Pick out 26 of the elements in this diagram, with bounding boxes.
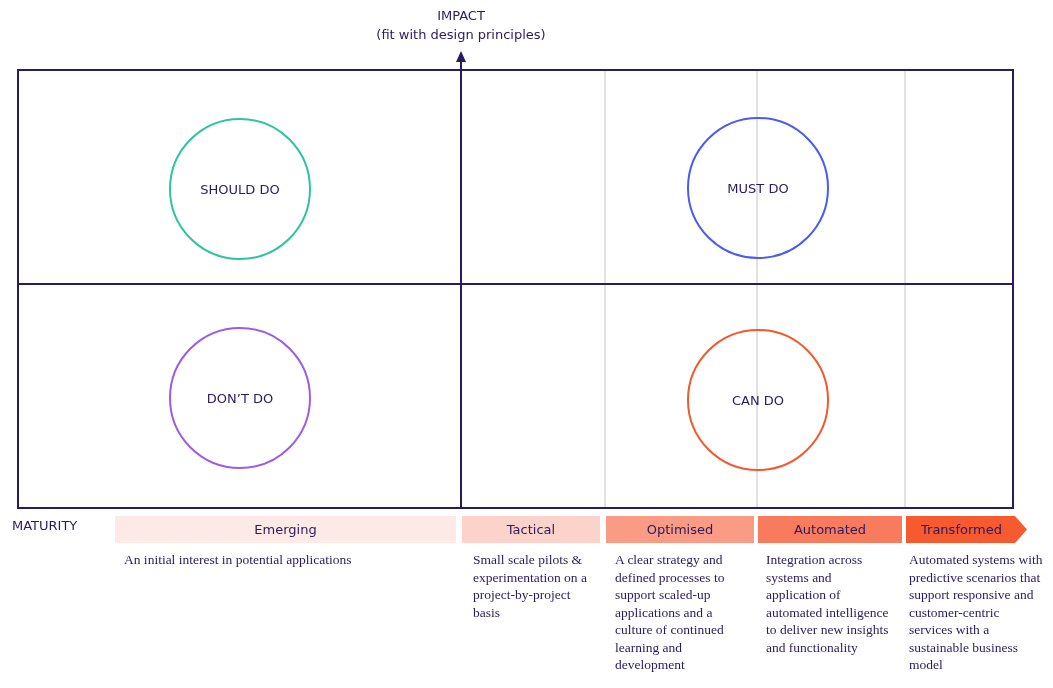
- quadrant-label: CAN DO: [731, 392, 785, 408]
- stage-label: Transformed: [921, 522, 1002, 537]
- stage-description: An initial interest in potential applications: [124, 551, 353, 569]
- stage-label: Optimised: [646, 522, 714, 537]
- axis-subtitle: (fit with design principles): [376, 27, 546, 42]
- stage-arrow: [906, 516, 1027, 543]
- stage-bar: [462, 516, 600, 543]
- stage-label: Emerging: [254, 522, 317, 537]
- stage-bar: [115, 516, 456, 543]
- stage-label: Tactical: [506, 522, 556, 537]
- stage-bar: [758, 516, 902, 543]
- quadrant-label: SHOULD DO: [200, 181, 280, 197]
- quadrant-label: DON’T DO: [206, 390, 274, 406]
- quadrant-label: MUST DO: [727, 180, 789, 196]
- stage-description: Integration across systems and application of automated intelligence to deliver new insights and functionality: [766, 551, 890, 656]
- quadrant-circle: [687, 329, 829, 471]
- axis-title: IMPACT: [437, 8, 485, 23]
- stage-description: Automated systems with predictive scenarios that support responsive and customer-centric services with a sustainable business model: [909, 551, 1044, 674]
- quadrant-circle: [169, 327, 311, 469]
- stage-description: A clear strategy and defined processes to support scaled-up applications and a culture of continued learning and development: [615, 551, 726, 674]
- axis-title: MATURITY: [12, 518, 78, 533]
- quadrant-circle: [687, 117, 829, 259]
- quadrant-circle: [169, 118, 311, 260]
- stage-description: Small scale pilots & experimentation on a project-by-project basis: [473, 551, 588, 621]
- stage-bar: [606, 516, 754, 543]
- stage-label: Automated: [793, 522, 867, 537]
